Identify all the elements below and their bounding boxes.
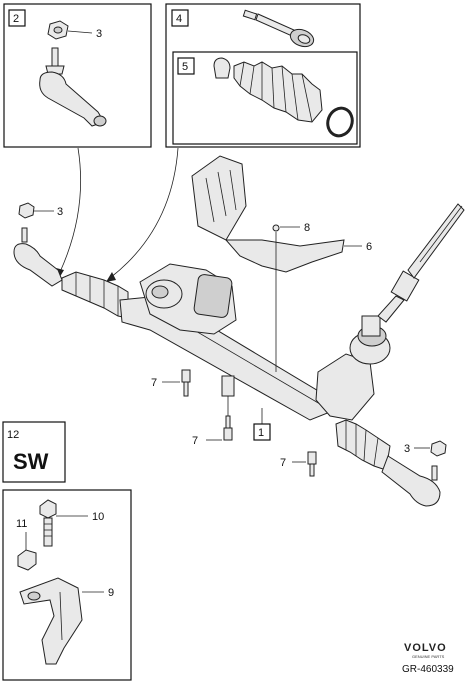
screw-8-part	[272, 224, 280, 372]
callout-10: 10	[92, 511, 104, 523]
volvo-logo: VOLVO GENUINE PARTS	[404, 642, 447, 659]
leader-box4	[109, 147, 179, 279]
pinion-housing-part	[315, 315, 391, 421]
inset-box-2: 2 3	[3, 3, 152, 148]
clamp-part	[213, 57, 231, 79]
nut-11-part	[17, 549, 37, 571]
right-tie-rod-end-part	[381, 455, 441, 507]
callout-7-c: 7	[280, 457, 286, 469]
leader-box2	[59, 147, 82, 273]
callout-9: 9	[108, 587, 114, 599]
steering-gear-main: 3 7 7	[13, 202, 465, 507]
right-nut-part	[430, 440, 447, 457]
box-label-5: 5	[182, 61, 188, 73]
left-nut-part	[18, 202, 35, 219]
callout-8: 8	[304, 222, 310, 234]
box-label-4: 4	[176, 13, 182, 25]
box-label-2: 2	[13, 13, 19, 25]
inset-box-4: 4 5	[165, 3, 361, 148]
tie-rod-end-part	[39, 47, 107, 127]
reference-number: GR-460339	[402, 664, 454, 675]
ring-part	[326, 106, 354, 138]
callout-6: 6	[366, 241, 372, 253]
inset-bracket: 10 11 9	[2, 489, 132, 681]
left-tie-rod-end-part	[13, 243, 63, 287]
heat-shield-part	[191, 155, 345, 273]
right-boot-part	[335, 419, 391, 471]
inset-box-5: 5	[172, 51, 358, 145]
callout-7-b: 7	[192, 435, 198, 447]
callout-3-left: 3	[57, 206, 63, 218]
servo-motor-part	[139, 263, 237, 335]
sw-box-12: 12 SW	[2, 421, 66, 483]
bolt-7-middle	[223, 415, 233, 441]
callout-3-right: 3	[404, 443, 410, 455]
intermediate-shaft-part	[377, 203, 465, 323]
bolt-7-right	[307, 451, 317, 477]
boot-bellows-part	[233, 61, 323, 123]
bolt-7-left	[181, 369, 191, 397]
bolt-10-part	[39, 499, 57, 547]
callout-7-a: 7	[151, 377, 157, 389]
callout-11: 11	[16, 518, 27, 530]
bracket-9-part	[19, 577, 83, 665]
box-label-1: 1	[258, 427, 264, 439]
brand-tagline: GENUINE PARTS	[412, 654, 445, 659]
callout-3-top: 3	[96, 28, 102, 40]
inner-tie-rod-part	[242, 9, 315, 48]
brand-name: VOLVO	[404, 642, 447, 654]
sw-label: SW	[13, 449, 49, 474]
box-label-12: 12	[7, 429, 19, 441]
